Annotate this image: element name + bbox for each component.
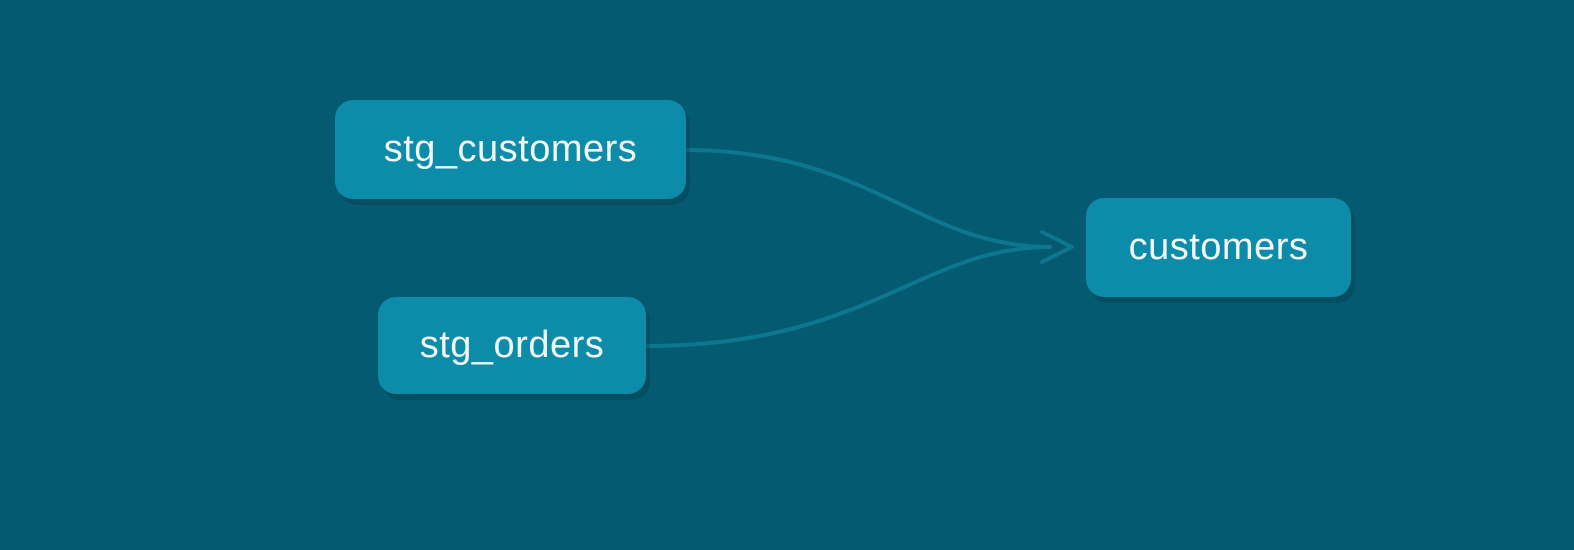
node-label-stg-orders: stg_orders — [419, 324, 605, 366]
node-stg-customers[interactable]: stg_customers — [335, 100, 686, 199]
node-label-stg-customers: stg_customers — [383, 128, 638, 170]
edge-stg-customers-to-customers — [684, 148, 1052, 249]
node-customers[interactable]: customers — [1086, 198, 1351, 297]
arrowhead-icon — [1040, 230, 1074, 264]
edge-stg-orders-to-customers — [643, 245, 1052, 348]
node-stg-orders[interactable]: stg_orders — [378, 297, 646, 394]
node-label-customers: customers — [1128, 226, 1309, 268]
